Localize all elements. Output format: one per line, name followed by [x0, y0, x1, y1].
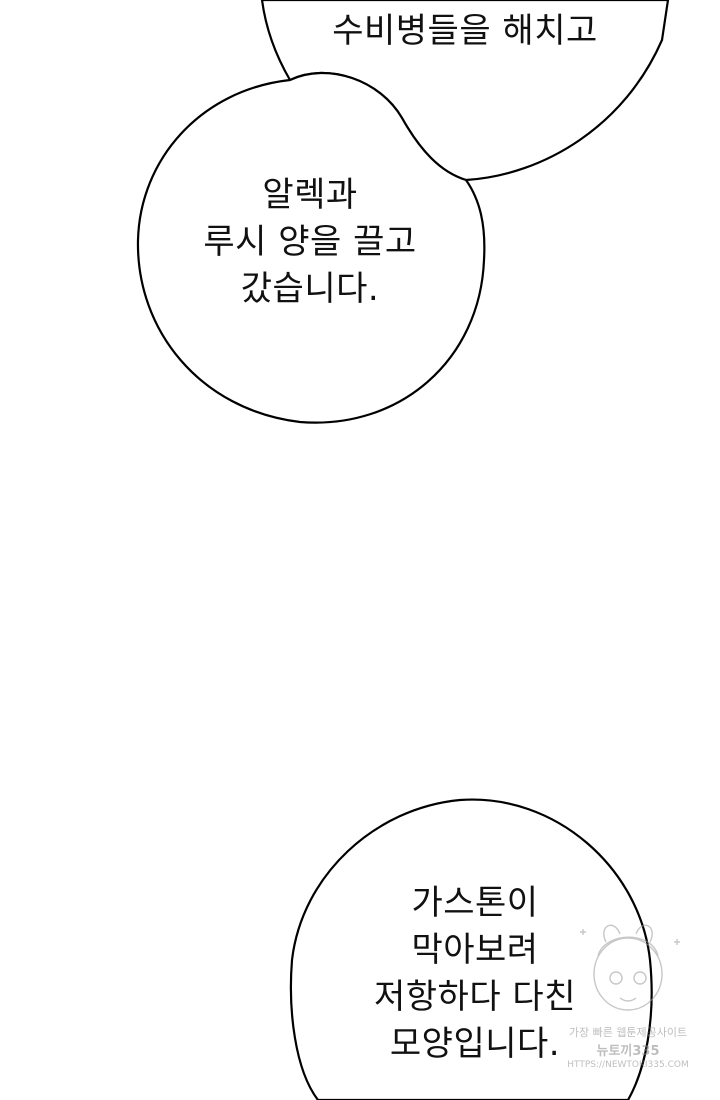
top-bubble-line-1: 수비병들을 해치고 — [332, 11, 598, 51]
watermark-line-1: 가장 빠른 웹툰제공사이트 — [568, 1026, 688, 1039]
middle-bubble-line-3: 갔습니다. — [240, 268, 380, 309]
middle-bubble-line-2: 루시 양을 끌고 — [203, 221, 417, 262]
middle-bubble-text: 알렉과 루시 양을 끌고 갔습니다. — [170, 172, 450, 313]
bottom-bubble-text: 가스톤이 막아보려 저항하다 다친 모양입니다. — [330, 880, 620, 1068]
bottom-speech-bubble — [289, 798, 653, 1100]
watermark-line-3: HTTPS://NEWTOKI335.COM — [567, 1060, 689, 1070]
bottom-bubble-line-1: 가스톤이 — [411, 883, 539, 923]
bottom-bubble-line-3: 저항하다 다친 — [374, 976, 576, 1017]
bottom-bubble-line-4: 모양입니다. — [389, 1023, 561, 1064]
middle-bubble-line-1: 알렉과 — [262, 175, 358, 215]
bottom-bubble-line-2: 막아보려 — [411, 929, 539, 970]
mascot-icon — [580, 924, 680, 1011]
middle-speech-bubble — [136, 71, 486, 424]
watermark-line-2: 뉴토끼335 — [596, 1044, 660, 1059]
top-bubble-text: 수비병들을 해치고 — [300, 8, 630, 55]
site-watermark: 가장 빠른 웹툰제공사이트 뉴토끼335 HTTPS://NEWTOKI335.… — [558, 912, 698, 1072]
